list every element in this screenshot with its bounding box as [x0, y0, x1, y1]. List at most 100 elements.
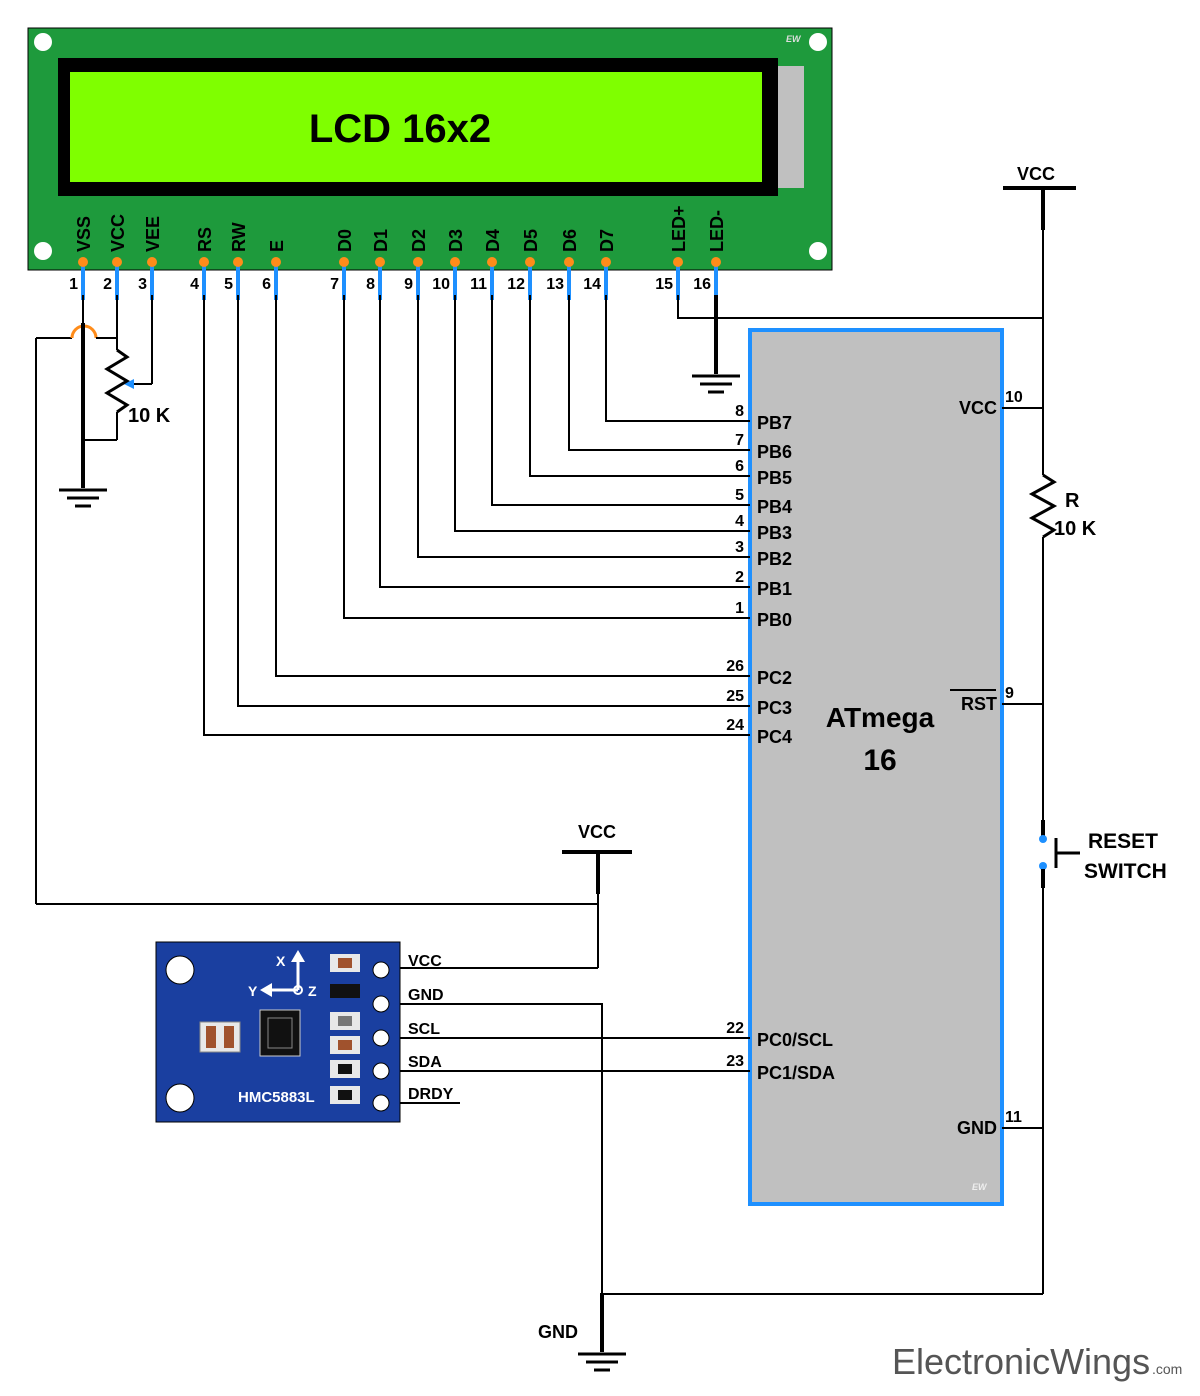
mcu-pin-number: 1: [735, 600, 744, 617]
lcd-pin-number: 16: [693, 276, 711, 293]
sensor-pin-hole: [372, 1094, 390, 1112]
sensor-pin-hole: [372, 961, 390, 979]
lcd-pin-label: VCC: [108, 214, 128, 252]
wire-d0-pb0: [343, 295, 750, 619]
wire-d4-pb4: [491, 295, 750, 506]
sensor-ic-chip: [259, 1009, 301, 1057]
resistor-symbol: [1028, 473, 1058, 539]
lcd-pin-pad: [78, 257, 88, 267]
lcd-pin-pad: [147, 257, 157, 267]
lcd-pin-pad: [233, 257, 243, 267]
lcd-pin-pad: [375, 257, 385, 267]
lcd-title: LCD 16x2: [309, 107, 491, 151]
lcd-mount-hole: [34, 33, 52, 51]
backlight-wiring: [677, 295, 1043, 394]
resistor-name: R: [1065, 490, 1080, 512]
lcd-pin-pad: [711, 257, 721, 267]
sensor-pin-label: GND: [408, 987, 444, 1004]
sensor-name: HMC5883L: [238, 1089, 315, 1106]
vcc-mid-label: VCC: [578, 822, 616, 842]
lcd-pin-label: RW: [229, 222, 249, 252]
lcd-pin-pad: [487, 257, 497, 267]
mcu-pin-label: PC3: [757, 698, 792, 718]
lcd-pin-label: D3: [446, 229, 466, 252]
mcu-pin-number: 9: [1005, 685, 1014, 702]
wire-rw-pc3: [237, 295, 750, 707]
reset-label-1: RESET: [1088, 830, 1158, 853]
lcd-pin-pad: [199, 257, 209, 267]
mcu-pin-label: PC0/SCL: [757, 1030, 833, 1050]
sensor-pin-hole: [372, 995, 390, 1013]
lcd-pin-label: LED+: [669, 205, 689, 252]
gnd-bottom-label: GND: [538, 1322, 578, 1342]
mcu-pin-label: PB4: [757, 497, 792, 517]
sensor-wires: GND: [400, 967, 750, 1372]
mcu-pin-label: PB6: [757, 442, 792, 462]
sensor-pin-label: SDA: [408, 1054, 442, 1071]
mcu-body: [748, 328, 1004, 1206]
contrast-potentiometer: 10 K: [35, 295, 171, 904]
sensor-pin-header: VCC GND SCL SDA DRDY: [372, 953, 454, 1112]
mcu-pin-label: PB1: [757, 579, 792, 599]
axis-z-label: Z: [308, 983, 317, 999]
mcu-pin-number: 7: [735, 432, 744, 449]
lcd-brand: EW: [786, 34, 802, 44]
lcd-backlight-tab: [778, 66, 804, 188]
lcd-pin-number: 2: [103, 276, 112, 293]
mcu-pin-label: PB2: [757, 549, 792, 569]
lcd-pin-label: LED-: [707, 210, 727, 252]
lcd-pin-number: 9: [404, 276, 413, 293]
potentiometer-symbol: [104, 348, 130, 414]
mcu-pin-label: PB5: [757, 468, 792, 488]
axis-y-label: Y: [248, 983, 258, 999]
lcd-pin-number: 3: [138, 276, 147, 293]
lcd-pin-number: 8: [366, 276, 375, 293]
wire-d7-pb7: [605, 295, 750, 422]
mcu-pin-number: 11: [1005, 1109, 1022, 1126]
mcu-pin-number: 22: [726, 1020, 744, 1037]
ground-symbol: [578, 1352, 626, 1372]
mcu-pin-number: 3: [735, 539, 744, 556]
mcu-pin-number: 5: [735, 487, 744, 504]
mcu-pin-number: 2: [735, 569, 744, 586]
watermark-suffix: .com: [1152, 1361, 1182, 1377]
sensor-mount-hole: [165, 1083, 195, 1113]
lcd-pin-label: D6: [560, 229, 580, 252]
lcd-pin-pad: [413, 257, 423, 267]
mcu-pin-label: PB7: [757, 413, 792, 433]
lcd-pin-number: 7: [330, 276, 339, 293]
mcu-model: 16: [863, 744, 896, 777]
lcd-screen: [70, 72, 762, 182]
lcd-pin-pad: [339, 257, 349, 267]
lcd-pin-label: VEE: [143, 216, 163, 252]
wire-sensor-gnd: [400, 1003, 603, 1294]
lcd-pin-pad: [112, 257, 122, 267]
wire-rs-pc4: [203, 295, 750, 736]
mcu-pin-label: PB0: [757, 610, 792, 630]
sensor-pin-label: DRDY: [408, 1086, 454, 1103]
sensor-pin-label: VCC: [408, 953, 442, 970]
lcd-pin-label: D2: [409, 229, 429, 252]
lcd-pin-number: 14: [583, 276, 601, 293]
lcd-pin-label: VSS: [74, 216, 94, 252]
sensor-pin-label: SCL: [408, 1021, 440, 1038]
lcd-pin-number: 6: [262, 276, 271, 293]
lcd-pin-number: 5: [224, 276, 233, 293]
ground-symbol: [59, 488, 107, 508]
lcd-pin-row: VSS1VCC2VEE3RS4RW5E6D07D18D29D310D411D51…: [69, 205, 727, 300]
lcd-pin-pad: [271, 257, 281, 267]
vcc-rail: VCC R 10 K RESET SWITCH: [600, 164, 1167, 1295]
lcd-module: LCD 16x2 EW VSS1VCC2VEE3RS4RW5E6D07D18D2…: [27, 27, 833, 300]
wire-d1-pb1: [379, 295, 750, 588]
lcd-pin-number: 12: [507, 276, 525, 293]
sensor-mount-hole: [165, 955, 195, 985]
sensor-vcc-node: VCC: [36, 822, 632, 968]
lcd-pin-number: 10: [432, 276, 450, 293]
pot-value: 10 K: [128, 405, 171, 427]
lcd-pin-label: RS: [195, 227, 215, 252]
lcd-pin-label: E: [267, 240, 287, 252]
lcd-pin-pad: [601, 257, 611, 267]
